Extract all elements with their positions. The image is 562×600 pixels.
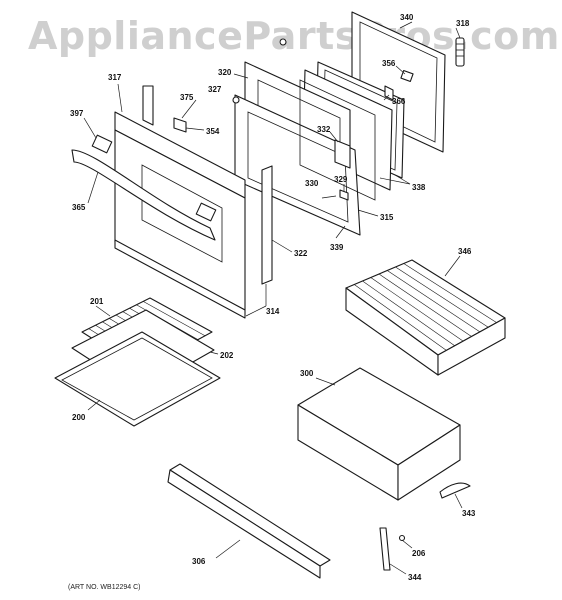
bracket-332[interactable]	[334, 139, 351, 169]
label-329: 329	[334, 175, 348, 184]
part-labels: 340 318 356 366 338 320 327 332 330 329 …	[70, 13, 476, 582]
label-315: 315	[380, 213, 394, 222]
label-327: 327	[208, 85, 222, 94]
liner-rib-line	[395, 266, 489, 328]
label-306: 306	[192, 557, 206, 566]
liner-rib-line	[362, 280, 455, 346]
hinge-bracket-375[interactable]	[173, 117, 187, 133]
label-300: 300	[300, 369, 314, 378]
label-338: 338	[412, 183, 426, 192]
label-318: 318	[456, 19, 470, 28]
label-339: 339	[330, 243, 344, 252]
hinge-bracket-366[interactable]	[384, 85, 394, 101]
oven-rack-200[interactable]	[54, 331, 221, 427]
label-365: 365	[72, 203, 86, 212]
door-hinge-bar[interactable]	[142, 85, 154, 126]
grate-slot-line	[143, 301, 206, 337]
label-397: 397	[70, 109, 84, 118]
spring-318[interactable]	[455, 37, 465, 67]
liner-rib-line	[403, 263, 497, 323]
screw-206[interactable]	[398, 534, 406, 542]
label-343: 343	[462, 509, 476, 518]
label-200: 200	[72, 413, 86, 422]
liner-rib-line	[370, 277, 464, 342]
clip-329[interactable]	[339, 189, 349, 201]
drawer-liner-346[interactable]	[345, 259, 506, 376]
handle-endcap-right[interactable]	[195, 202, 217, 222]
liner-rib-line	[378, 273, 472, 337]
door-frame-315[interactable]	[299, 79, 376, 201]
label-346: 346	[458, 247, 472, 256]
label-375: 375	[180, 93, 194, 102]
drawer-slide-344[interactable]	[379, 527, 391, 571]
door-handle-365[interactable]	[71, 149, 216, 241]
label-322: 322	[294, 249, 308, 258]
liner-rib-line	[354, 284, 447, 351]
label-332: 332	[317, 125, 331, 134]
label-314: 314	[266, 307, 280, 316]
watermark-text: AppliancePartsPros.com	[28, 14, 560, 58]
screw-top-right[interactable]	[279, 38, 287, 46]
label-330: 330	[305, 179, 319, 188]
screw-327[interactable]	[232, 96, 240, 104]
drawer-front-306[interactable]	[167, 463, 331, 579]
label-320: 320	[218, 68, 232, 77]
drawer-body-300[interactable]	[297, 367, 461, 501]
door-bottom-strip-314[interactable]	[114, 239, 246, 319]
art-number: (ART NO. WB12294 C)	[68, 584, 141, 591]
door-side-channel-322[interactable]	[261, 165, 273, 285]
label-356: 356	[382, 59, 396, 68]
label-344: 344	[408, 573, 422, 582]
label-317: 317	[108, 73, 122, 82]
label-202: 202	[220, 351, 234, 360]
liner-rib-line	[387, 270, 481, 333]
label-340: 340	[400, 13, 414, 22]
label-366: 366	[392, 97, 406, 106]
door-liner-339[interactable]	[234, 94, 361, 236]
label-201: 201	[90, 297, 104, 306]
label-354: 354	[206, 127, 220, 136]
drawer-glide-343[interactable]	[439, 482, 471, 499]
handle-endcap-397[interactable]	[91, 134, 113, 154]
label-206: 206	[412, 549, 426, 558]
leader-lines	[83, 21, 463, 575]
